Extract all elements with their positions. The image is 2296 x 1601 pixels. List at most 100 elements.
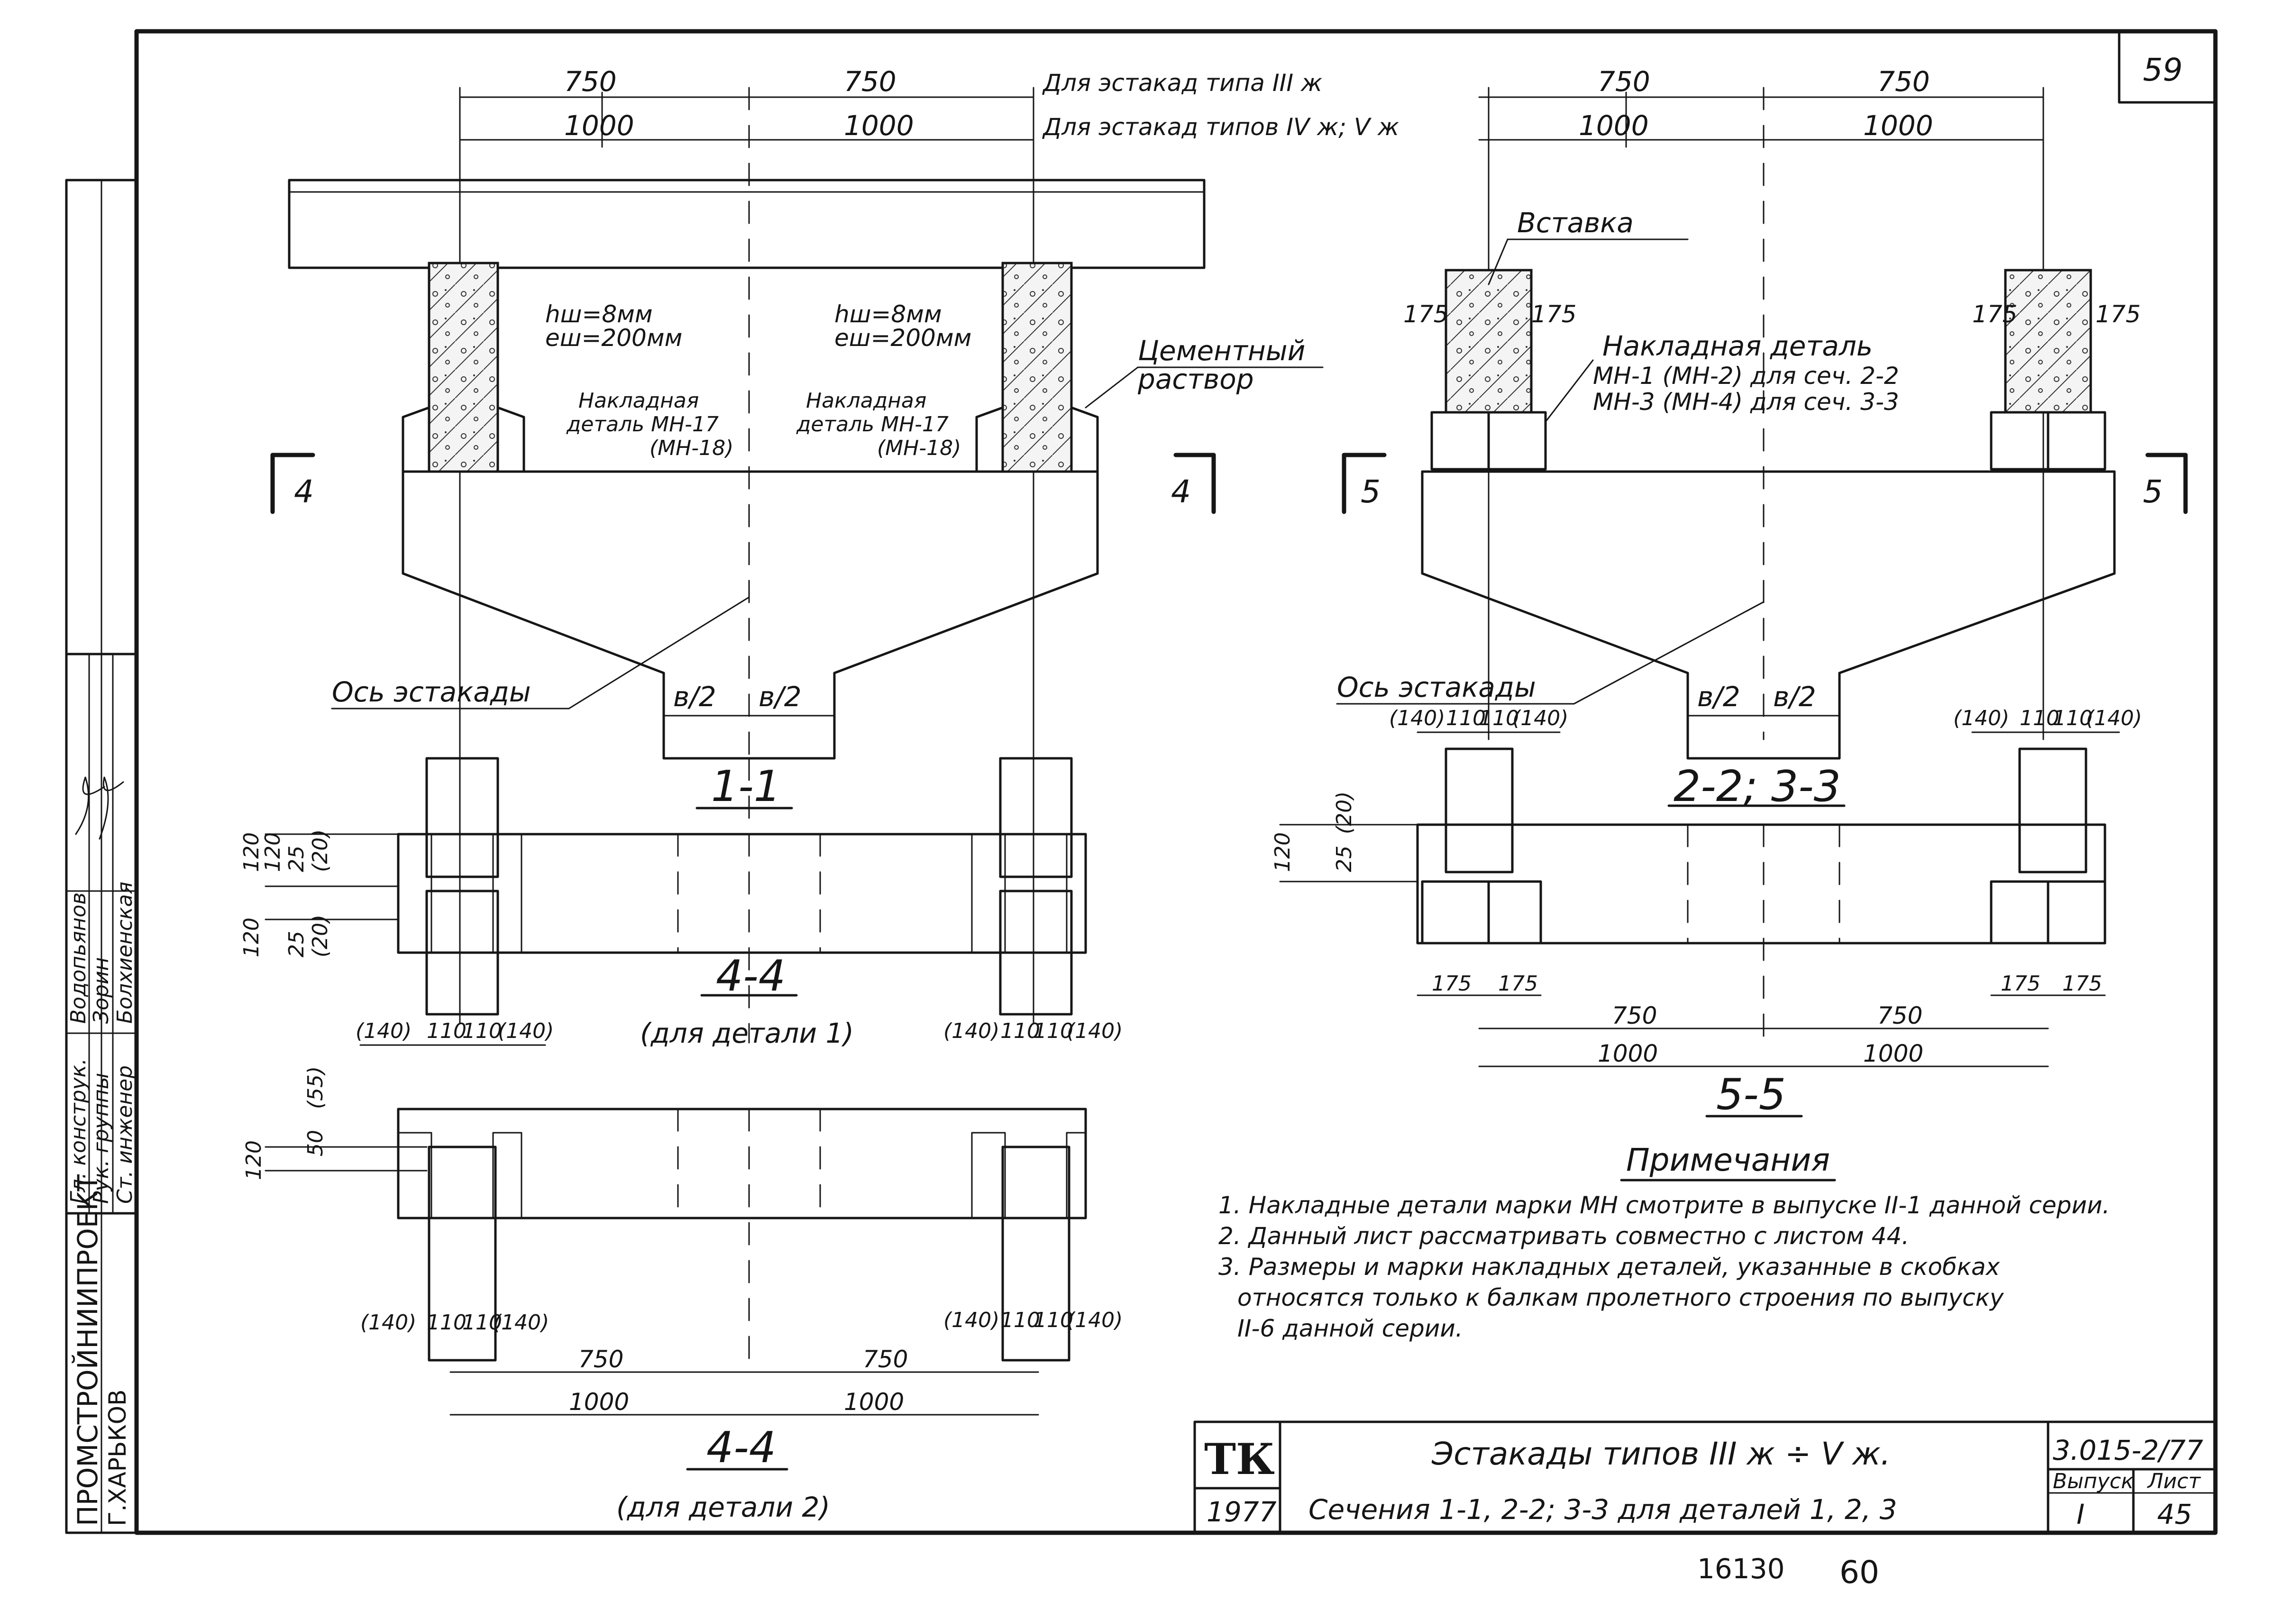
dim-5-5-175-b: 175: [1498, 972, 1538, 996]
column-right-1-1: [1001, 262, 1073, 473]
insert-right: [2004, 269, 2092, 414]
dim-4-4b-b-110-b: 110: [462, 1310, 502, 1335]
note-3c: II-6 данной серии.: [1237, 1315, 1463, 1342]
dim-4-4a-120-a: 120: [239, 832, 264, 872]
cement-label-2: раствор: [1137, 363, 1254, 395]
title-line-1: Эстакады типов III ж ÷ V ж.: [1431, 1436, 1891, 1472]
title-line-2: Сечения 1-1, 2-2; 3-3 для деталей 1, 2, …: [1308, 1493, 1897, 1526]
notes-title: Примечания: [1626, 1142, 1830, 1178]
section-5-5: (140) 110 110 (140) (140) 110 110 (140) …: [1271, 706, 2142, 1119]
detail-2-2-line3: МН-3 (МН-4) для сеч. 3-3: [1593, 388, 1899, 416]
weld-left-1: hш=8мм: [545, 300, 653, 328]
signature-1: [75, 776, 105, 835]
dim-5-5-175-d: 175: [2062, 972, 2102, 996]
detail-left-3: (МН-18): [649, 436, 733, 460]
dim-1000-c: 1000: [1579, 109, 1649, 142]
dim-4-4b-b-140-d: (140): [1067, 1308, 1123, 1332]
dim-5-5-175-a: 175: [1432, 972, 1472, 996]
weld-left-2: eш=200мм: [545, 324, 682, 352]
stamp-name-2: Зорин: [89, 957, 113, 1024]
title-code: 3.015-2/77: [2053, 1434, 2203, 1466]
dim-4-4a-b-140-d: (140): [1067, 1019, 1123, 1043]
cut-mark-5-right: 5: [2143, 473, 2163, 510]
dim-5-5-25: 25: [1332, 846, 1356, 872]
dim-5-5-20: (20): [1332, 791, 1356, 834]
dim-5-5-tr-110-a: 110: [2020, 706, 2059, 730]
stamp-org: ПРОМСТРОЙНИИПРОЕКТ: [71, 1174, 104, 1526]
section-title-4-4a: 4-4: [716, 951, 786, 1001]
dim-175-b: 175: [1531, 300, 1576, 328]
dim-175-a: 175: [1403, 300, 1448, 328]
sheet-value: 45: [2157, 1498, 2192, 1530]
dim-175-c: 175: [1972, 300, 2017, 328]
dim-5-5-tr-140-a: (140): [1953, 706, 2009, 730]
weld-right-2: eш=200мм: [834, 324, 971, 352]
note-1: 1. Накладные детали марки МН смотрите в …: [1218, 1192, 2110, 1219]
page-number: 60: [1839, 1554, 1879, 1591]
dim-4-4a-b-110-b: 110: [462, 1019, 502, 1043]
dim-5-5-tl-140-b: (140): [1512, 706, 1568, 730]
cement-label-1: Цементный: [1138, 335, 1305, 367]
dim-4-4a-b-140-c: (140): [943, 1019, 999, 1043]
section-title-2-2: 2-2; 3-3: [1674, 762, 1841, 811]
cut-mark-4-right: 4: [1171, 473, 1191, 510]
note-3a: 3. Размеры и марки накладных деталей, ук…: [1218, 1253, 2000, 1281]
dim-750-d: 750: [1877, 65, 1930, 98]
detail-right-2: деталь МН-17: [796, 412, 949, 437]
dim-5-5-tl-110-b: 110: [1479, 706, 1519, 730]
label-type-iv-v: Для эстакад типов IV ж; V ж: [1042, 113, 1399, 141]
dim-5-5-120: 120: [1271, 832, 1295, 872]
dim-4-4a-b-110-a: 110: [427, 1019, 467, 1043]
section-subtitle-4-4b: (для детали 2): [616, 1491, 830, 1523]
stamp-role-1: Гл. конструк.: [66, 1058, 91, 1204]
dim-4-4a-b-110-d: 110: [1034, 1019, 1073, 1043]
dim-4-4a-b-140-a: (140): [356, 1019, 412, 1043]
dim-5-5-1000-b: 1000: [1863, 1040, 1923, 1067]
section-1-1: hш=8мм eш=200мм hш=8мм eш=200мм Накладна…: [270, 179, 1324, 811]
half-b-right-2-2: в/2: [1773, 681, 1816, 713]
dim-4-4b-b-140-b: (140): [493, 1310, 549, 1335]
archive-number: 16130: [1697, 1553, 1785, 1585]
weld-right-1: hш=8мм: [834, 300, 942, 328]
dim-4-4a-25-b: 25: [284, 931, 309, 957]
dim-4-4b-1000-a: 1000: [569, 1388, 629, 1416]
axis-label-1-1: Ось эстакады: [332, 676, 531, 708]
crossbeam-2-2: [1421, 470, 2116, 760]
dim-1000-d: 1000: [1863, 109, 1933, 142]
dim-4-4b-b-140-c: (140): [943, 1308, 999, 1332]
top-dimensions: 750 750 750 750 1000 1000 1000 1000 Для …: [459, 65, 2044, 759]
dim-4-4b-55: (55): [303, 1066, 328, 1109]
stamp-role-2: Рук. группы: [89, 1073, 113, 1204]
signature-2: [99, 776, 124, 840]
cut-mark-5-left: 5: [1361, 473, 1381, 510]
title-year: 1977: [1207, 1496, 1277, 1528]
issue-value: I: [2076, 1498, 2085, 1530]
cut-mark-4-left: 4: [294, 473, 314, 510]
section-title-1-1: 1-1: [711, 762, 781, 811]
title-block: ТК 1977 Эстакады типов III ж ÷ V ж. Сече…: [1193, 1420, 2217, 1534]
dim-4-4a-b-110-c: 110: [1000, 1019, 1040, 1043]
stamp-role-3: Ст. инженер: [113, 1065, 137, 1204]
section-subtitle-4-4a: (для детали 1): [640, 1017, 854, 1049]
dim-4-4b-750-a: 750: [578, 1346, 623, 1373]
dim-5-5-175-c: 175: [2001, 972, 2040, 996]
detail-2-2-line2: МН-1 (МН-2) для сеч. 2-2: [1593, 362, 1899, 390]
half-b-right-1-1: в/2: [759, 681, 802, 713]
dim-4-4a-20-b: (20): [308, 915, 332, 957]
dim-5-5-750-a: 750: [1612, 1002, 1657, 1029]
section-2-2-3-3: Вставка 175 175 175 175 Накладная деталь…: [1336, 207, 2188, 811]
detail-2-2-line1: Накладная деталь: [1602, 330, 1873, 362]
insert-left: [1445, 269, 1533, 414]
axis-label-2-2: Ось эстакады: [1337, 671, 1536, 703]
logo-tk: ТК: [1204, 1434, 1275, 1484]
sheet-number-corner: 59: [2143, 52, 2183, 88]
stamp-name-1: Водопьянов: [66, 892, 91, 1024]
stamp-city: Г.ХАРЬКОВ: [104, 1390, 131, 1526]
dim-4-4b-b-110-d: 110: [1034, 1308, 1073, 1332]
dim-5-5-tr-140-b: (140): [2086, 706, 2142, 730]
half-b-left-2-2: в/2: [1697, 681, 1740, 713]
section-4-4-detail-2: 120 50 (55) (140) 110 110 (140) (140) 11…: [242, 1066, 1123, 1523]
side-stamp: ПРОМСТРОЙНИИПРОЕКТ Г.ХАРЬКОВ Гл. констру…: [65, 179, 138, 1534]
dim-5-5-tr-110-b: 110: [2053, 706, 2093, 730]
